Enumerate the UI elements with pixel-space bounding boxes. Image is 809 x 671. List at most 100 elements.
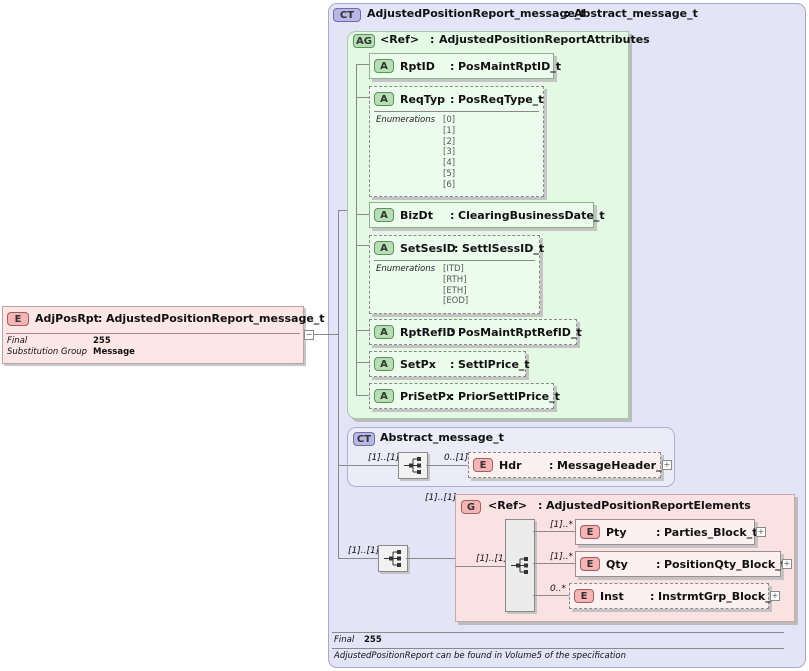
group-cardinality: [1]..[1] [425,493,457,503]
root-element[interactable]: E AdjPosRpt : AdjustedPositionReport_mes… [2,306,325,364]
element-colon: : [549,459,554,472]
element-type: Parties_Block_t [664,526,758,539]
expand-icon[interactable]: + [756,527,766,537]
collapse-icon[interactable]: − [304,330,314,340]
attribute-badge: A [374,92,394,106]
expand-icon[interactable]: + [782,559,792,569]
element-badge: E [580,557,600,571]
attribute-name: SetPx [400,358,436,371]
attribute-type: PosMaintRptRefID_t [458,326,582,339]
group-colon: : [538,499,543,512]
sequence-cardinality: [1]..[1] [368,453,400,463]
enumeration-value: [EOD] [443,296,469,307]
attribute-badge: A [374,208,394,222]
connector [356,362,370,363]
attribute-rptid[interactable]: A RptID : PosMaintRptID_t [369,53,561,79]
attribute-group-colon: : [430,33,435,46]
connector [328,334,338,335]
expand-icon[interactable]: + [662,460,672,470]
root-element-type: AdjustedPositionReport_message_t [106,312,325,325]
attribute-prisetpx[interactable]: A PriSetPx : PriorSettlPrice_t [369,383,560,409]
group-name: <Ref> [488,499,528,512]
element-colon: : [656,558,661,571]
attribute-reqtyp[interactable]: A ReqTyp : PosReqType_t Enumerations [0]… [369,86,544,197]
connector [338,465,348,466]
sequence-icon [384,550,401,567]
attribute-rptrefid[interactable]: A RptRefID : PosMaintRptRefID_t [369,319,582,345]
enumeration-value: [4] [443,158,456,169]
connector [356,97,370,98]
group-type: AdjustedPositionReportElements [546,499,751,512]
enumeration-value: [3] [443,147,456,158]
attribute-colon: : [450,358,455,371]
element-qty[interactable]: E Qty : PositionQty_Block_t [575,551,786,577]
attribute-name: ReqTyp [400,93,446,106]
attribute-setsesid[interactable]: A SetSesID : SettlSessID_t Enumerations … [369,235,544,314]
complex-type-base: Abstract_message_t [574,7,698,20]
complex-type-colon: : [565,7,570,20]
sequence-cardinality: [1]..[1] [348,546,380,556]
attribute-badge: A [374,325,394,339]
enumeration-value: [ITD] [443,264,464,274]
attribute-bizdt[interactable]: A BizDt : ClearingBusinessDate_t [369,202,605,228]
enumeration-value: [6] [443,179,456,190]
complex-type-badge: CT [353,432,375,446]
element-type: PositionQty_Block_t [664,558,786,571]
attribute-type: SettlPrice_t [458,358,530,371]
sequence-icon [404,457,421,474]
expand-icon[interactable]: + [770,591,780,601]
root-element-name: AdjPosRpt [35,312,99,325]
element-badge: E [7,312,29,326]
divider [332,632,784,633]
connector [533,595,569,596]
attribute-colon: : [454,242,459,255]
connector [302,334,328,335]
attribute-group-type: AdjustedPositionReportAttributes [439,33,650,46]
element-name: Hdr [499,459,522,472]
connector [338,558,378,559]
element-badge: E [574,589,594,603]
attribute-colon: : [450,209,455,222]
attribute-colon: : [450,326,455,339]
footer-property-label: Final [334,635,355,645]
element-inst[interactable]: E Inst : InstrmtGrp_Block_t [569,583,776,609]
sequence-compositor[interactable] [505,519,535,612]
enumeration-value: [1] [443,125,456,136]
complex-type-badge: CT [333,8,361,22]
attribute-name: RptRefID [400,326,456,339]
complex-type-name: AdjustedPositionReport_message_t [367,7,586,20]
divider [374,111,539,112]
element-colon: : [650,590,655,603]
property-label: Final [7,336,28,346]
enumeration-list: [ITD] [RTH] [ETH] [EOD] [443,264,468,307]
connector [348,465,398,466]
footer-property-value: 255 [364,635,382,645]
connector [533,531,575,532]
sequence-compositor[interactable] [378,545,408,572]
connector [406,558,455,559]
attribute-name: PriSetPx [400,390,454,403]
footer-note: AdjustedPositionReport can be found in V… [334,651,626,661]
sequence-cardinality: [1]..[1] [476,554,508,564]
element-type: MessageHeader_t [557,459,667,472]
element-hdr[interactable]: E Hdr : MessageHeader_t [468,452,667,478]
enumeration-value: [RTH] [443,274,467,285]
element-name: Inst [600,590,624,603]
attribute-colon: : [450,60,455,73]
element-name: Pty [606,526,627,539]
attribute-group-badge: AG [353,34,375,48]
element-cardinality: 0..* [550,584,566,594]
attribute-setpx[interactable]: A SetPx : SettlPrice_t [369,351,530,377]
connector [356,330,370,331]
divider [332,648,784,649]
attribute-badge: A [374,357,394,371]
element-pty[interactable]: E Pty : Parties_Block_t [575,519,758,545]
connector [338,210,348,211]
sequence-compositor[interactable] [398,452,428,479]
attribute-type: SettlSessID_t [462,242,545,255]
element-colon: : [656,526,661,539]
attribute-name: BizDt [400,209,433,222]
element-type: InstrmtGrp_Block_t [658,590,777,603]
attribute-type: PriorSettlPrice_t [458,390,560,403]
property-value: 255 [93,336,111,346]
